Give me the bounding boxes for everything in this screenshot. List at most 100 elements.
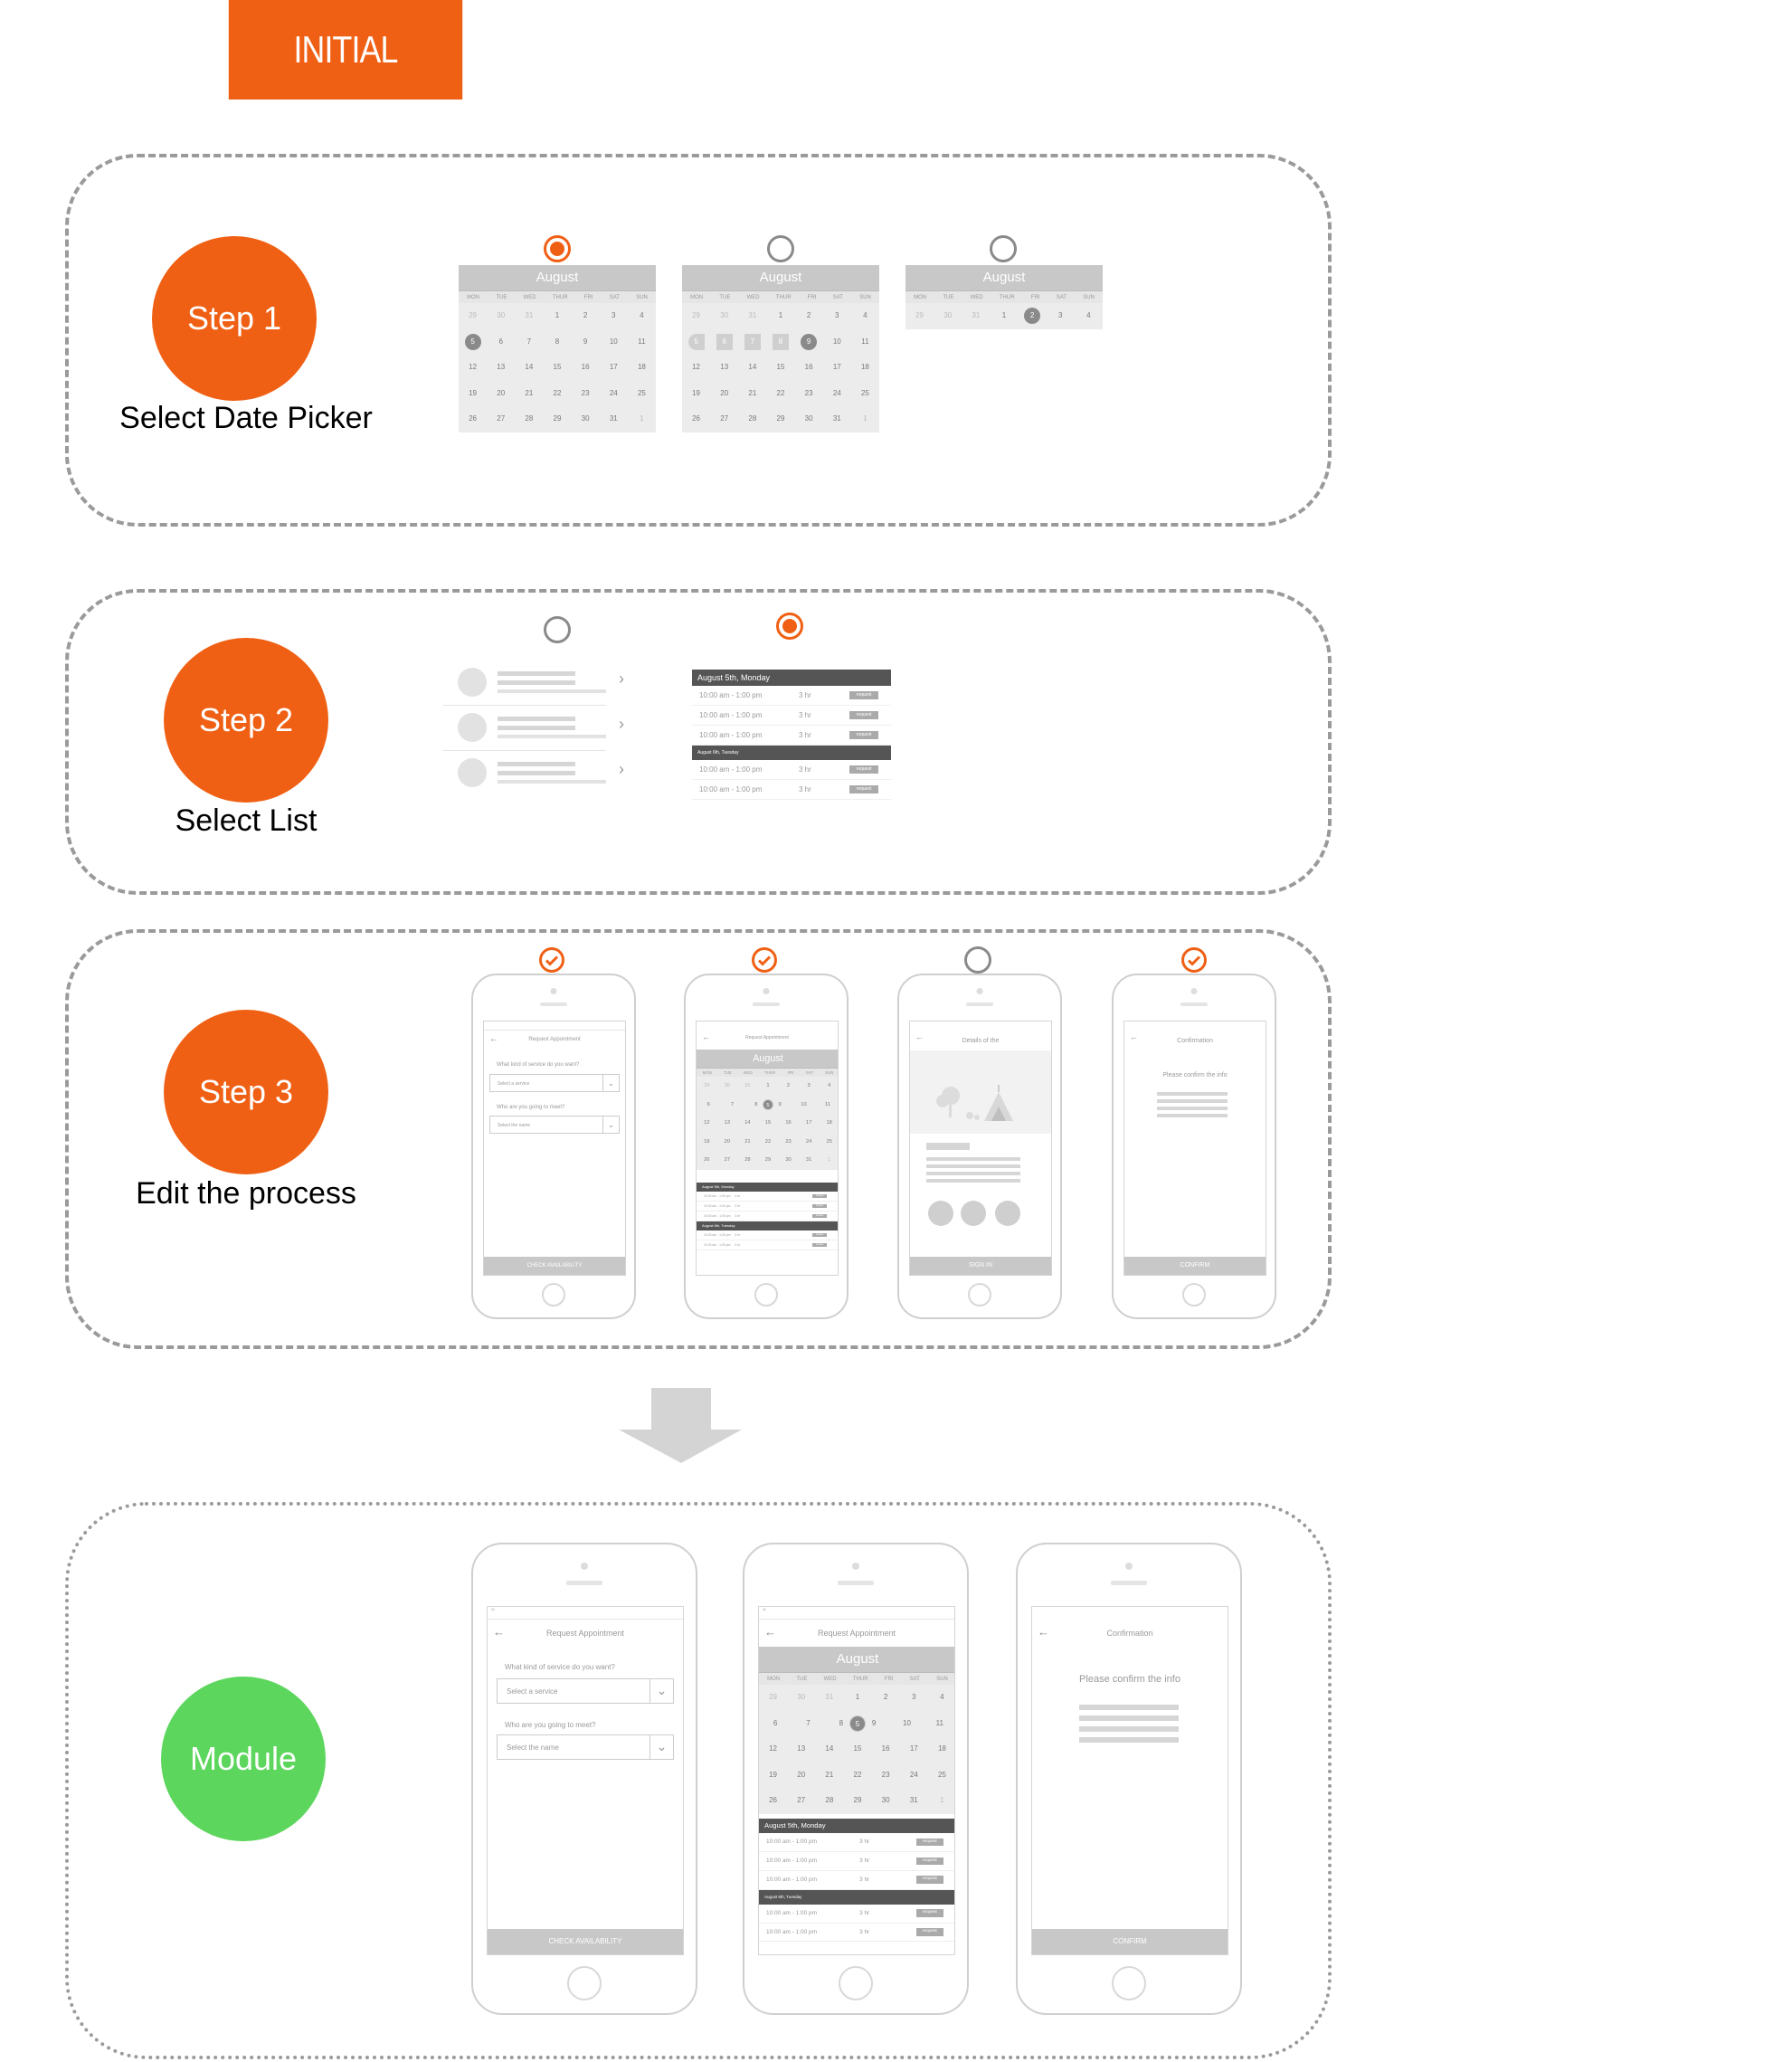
calendar-day[interactable]: 4 bbox=[940, 1693, 944, 1702]
calendar-day[interactable]: 5 bbox=[849, 1715, 866, 1732]
calendar-day[interactable]: 2 bbox=[1024, 308, 1041, 325]
calendar-day[interactable]: 4 bbox=[863, 311, 868, 320]
calendar-day[interactable]: 18 bbox=[826, 1120, 832, 1126]
calendar-day[interactable]: 13 bbox=[720, 363, 729, 372]
date-picker-option-3-radio[interactable] bbox=[990, 235, 1017, 262]
step-3-screen-3-radio[interactable] bbox=[964, 946, 991, 974]
calendar-day[interactable]: 14 bbox=[748, 363, 757, 372]
calendar-day[interactable]: 7 bbox=[806, 1718, 811, 1727]
calendar-day[interactable]: 19 bbox=[704, 1138, 710, 1145]
request-button[interactable]: request bbox=[849, 731, 878, 739]
calendar-day[interactable]: 6 bbox=[706, 1101, 710, 1107]
calendar-day[interactable]: 31 bbox=[825, 1693, 834, 1702]
meet-select[interactable]: Select the name⌄ bbox=[489, 1116, 620, 1134]
calendar-day[interactable]: 29 bbox=[692, 311, 701, 320]
calendar-day[interactable]: 23 bbox=[785, 1138, 792, 1145]
request-button[interactable]: request bbox=[812, 1213, 827, 1219]
calendar-day[interactable]: 16 bbox=[881, 1744, 890, 1753]
calendar-day[interactable]: 31 bbox=[909, 1796, 918, 1805]
calendar-day[interactable]: 24 bbox=[909, 1770, 918, 1779]
meet-select[interactable]: Select the name⌄ bbox=[497, 1734, 674, 1760]
check-availability-button[interactable]: CHECK AVAILABILITY bbox=[484, 1257, 625, 1275]
request-button[interactable]: request bbox=[812, 1203, 827, 1209]
calendar-day[interactable]: 24 bbox=[805, 1138, 812, 1145]
calendar-day[interactable]: 17 bbox=[805, 1120, 812, 1126]
calendar-day[interactable]: 21 bbox=[825, 1770, 834, 1779]
calendar-day[interactable]: 10 bbox=[903, 1718, 911, 1727]
calendar-day[interactable]: 9 bbox=[583, 337, 588, 346]
calendar-day[interactable]: 12 bbox=[692, 363, 701, 372]
calendar-day[interactable]: 2 bbox=[806, 311, 811, 320]
request-button[interactable]: request bbox=[849, 785, 878, 793]
calendar-day[interactable]: 17 bbox=[832, 363, 841, 372]
calendar-day[interactable]: 24 bbox=[609, 388, 618, 397]
calendar-day[interactable]: 23 bbox=[581, 388, 590, 397]
request-button[interactable]: request bbox=[915, 1928, 943, 1936]
calendar-day[interactable]: 30 bbox=[720, 311, 729, 320]
calendar-day[interactable]: 28 bbox=[825, 1796, 834, 1805]
calendar-day[interactable]: 28 bbox=[748, 414, 757, 423]
calendar-day[interactable]: 19 bbox=[769, 1770, 778, 1779]
calendar-day[interactable]: 7 bbox=[730, 1101, 735, 1107]
calendar-day[interactable]: 8 bbox=[754, 1101, 758, 1107]
date-picker-option-1-radio[interactable] bbox=[544, 235, 571, 262]
calendar-day[interactable]: 27 bbox=[497, 414, 506, 423]
calendar-day[interactable]: 30 bbox=[724, 1083, 731, 1089]
calendar-day[interactable]: 13 bbox=[497, 363, 506, 372]
calendar-day[interactable]: 26 bbox=[469, 414, 478, 423]
calendar-day[interactable]: 6 bbox=[773, 1718, 778, 1727]
calendar-day[interactable]: 1 bbox=[855, 1693, 860, 1702]
calendar-day[interactable]: 29 bbox=[764, 1157, 772, 1164]
calendar-day[interactable]: 1 bbox=[863, 414, 868, 423]
calendar-day[interactable]: 20 bbox=[720, 388, 729, 397]
calendar-day[interactable]: 12 bbox=[769, 1744, 778, 1753]
back-arrow-icon[interactable]: ← bbox=[489, 1034, 498, 1044]
calendar-day[interactable]: 28 bbox=[525, 414, 534, 423]
calendar-day[interactable]: 25 bbox=[860, 388, 869, 397]
calendar-day[interactable]: 17 bbox=[909, 1744, 918, 1753]
calendar-day[interactable]: 6 bbox=[716, 333, 733, 350]
calendar-day[interactable]: 30 bbox=[581, 414, 590, 423]
calendar-day[interactable]: 22 bbox=[853, 1770, 862, 1779]
request-button[interactable]: request bbox=[915, 1876, 943, 1884]
request-button[interactable]: request bbox=[915, 1838, 943, 1847]
calendar-day[interactable]: 13 bbox=[724, 1120, 731, 1126]
confirm-button[interactable]: CONFIRM bbox=[1032, 1929, 1228, 1954]
back-arrow-icon[interactable]: ← bbox=[1130, 1032, 1138, 1041]
calendar-day[interactable]: 14 bbox=[744, 1120, 751, 1126]
calendar-day[interactable]: 31 bbox=[525, 311, 534, 320]
step-3-screen-1-check-icon[interactable] bbox=[538, 946, 565, 974]
calendar-day[interactable]: 23 bbox=[881, 1770, 890, 1779]
calendar-day[interactable]: 22 bbox=[764, 1138, 772, 1145]
calendar-day[interactable]: 25 bbox=[937, 1770, 946, 1779]
calendar-day[interactable]: 3 bbox=[612, 311, 616, 320]
calendar-day[interactable]: 5 bbox=[464, 333, 481, 350]
calendar-day[interactable]: 31 bbox=[609, 414, 618, 423]
calendar-day[interactable]: 28 bbox=[744, 1157, 751, 1164]
calendar-day[interactable]: 1 bbox=[555, 311, 560, 320]
calendar-day[interactable]: 22 bbox=[553, 388, 562, 397]
calendar-day[interactable]: 26 bbox=[769, 1796, 778, 1805]
calendar-day[interactable]: 22 bbox=[776, 388, 785, 397]
calendar-day[interactable]: 1 bbox=[640, 414, 644, 423]
request-button[interactable]: request bbox=[849, 765, 878, 774]
calendar-day[interactable]: 20 bbox=[797, 1770, 806, 1779]
calendar-day[interactable]: 25 bbox=[637, 388, 646, 397]
calendar-day[interactable]: 27 bbox=[797, 1796, 806, 1805]
calendar-day[interactable]: 9 bbox=[801, 333, 818, 350]
service-select[interactable]: Select a service⌄ bbox=[497, 1678, 674, 1704]
calendar-day[interactable]: 30 bbox=[943, 311, 953, 320]
request-button[interactable]: request bbox=[849, 711, 878, 719]
calendar-day[interactable]: 30 bbox=[881, 1796, 890, 1805]
calendar-day[interactable]: 11 bbox=[861, 337, 869, 346]
calendar-day[interactable]: 17 bbox=[609, 363, 618, 372]
calendar-day[interactable]: 19 bbox=[469, 388, 478, 397]
calendar-day[interactable]: 23 bbox=[804, 388, 813, 397]
calendar-day[interactable]: 7 bbox=[744, 333, 761, 350]
calendar-day[interactable]: 18 bbox=[937, 1744, 946, 1753]
calendar-day[interactable]: 3 bbox=[835, 311, 839, 320]
calendar-day[interactable]: 29 bbox=[469, 311, 478, 320]
confirm-button[interactable]: CONFIRM bbox=[1124, 1257, 1266, 1275]
calendar-day[interactable]: 8 bbox=[772, 333, 789, 350]
calendar-day[interactable]: 30 bbox=[497, 311, 506, 320]
